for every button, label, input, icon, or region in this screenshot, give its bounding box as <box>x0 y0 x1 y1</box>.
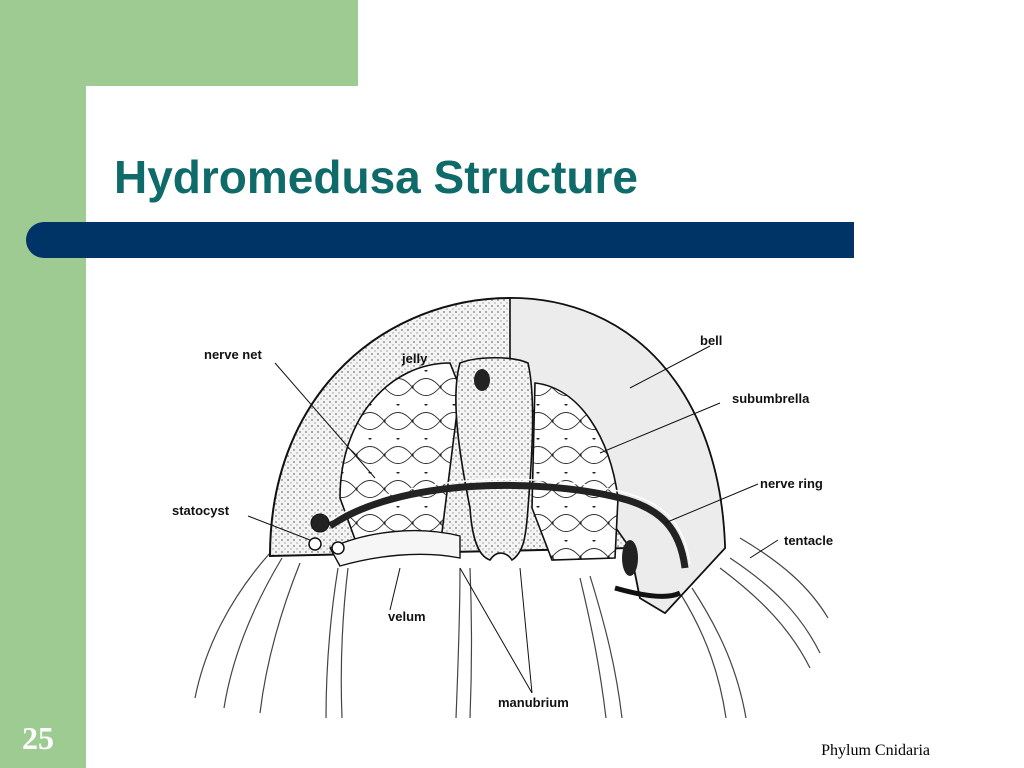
label-velum: velum <box>388 609 426 624</box>
label-tentacle: tentacle <box>784 533 833 548</box>
statocyst-shape <box>310 513 330 533</box>
title-underline-bar <box>26 222 854 258</box>
top-green-band <box>0 0 358 86</box>
label-bell: bell <box>700 333 722 348</box>
nerve-ring-band <box>328 481 689 569</box>
slide-number: 25 <box>22 720 54 756</box>
tentacles <box>194 537 829 719</box>
label-nerve-ring: nerve ring <box>760 476 823 491</box>
left-green-band <box>0 0 86 768</box>
velum-shape <box>329 529 461 567</box>
label-nerve-net: nerve net <box>204 347 262 362</box>
subumbrella-right <box>531 382 619 561</box>
label-statocyst: statocyst <box>172 503 230 518</box>
label-jelly: jelly <box>401 351 428 366</box>
footer-text: Phylum Cnidaria <box>821 742 930 759</box>
leader-lines <box>247 345 779 694</box>
label-subumbrella: subumbrella <box>732 391 810 406</box>
hydromedusa-illustration: nerve net jelly bell subumbrella nerve r… <box>172 296 833 719</box>
label-manubrium: manubrium <box>498 695 569 710</box>
content-corner <box>86 86 146 146</box>
hydromedusa-diagram: nerve net jelly bell subumbrella nerve r… <box>160 268 860 723</box>
slide-title: Hydromedusa Structure <box>114 151 639 203</box>
manubrium-shape <box>455 357 534 562</box>
